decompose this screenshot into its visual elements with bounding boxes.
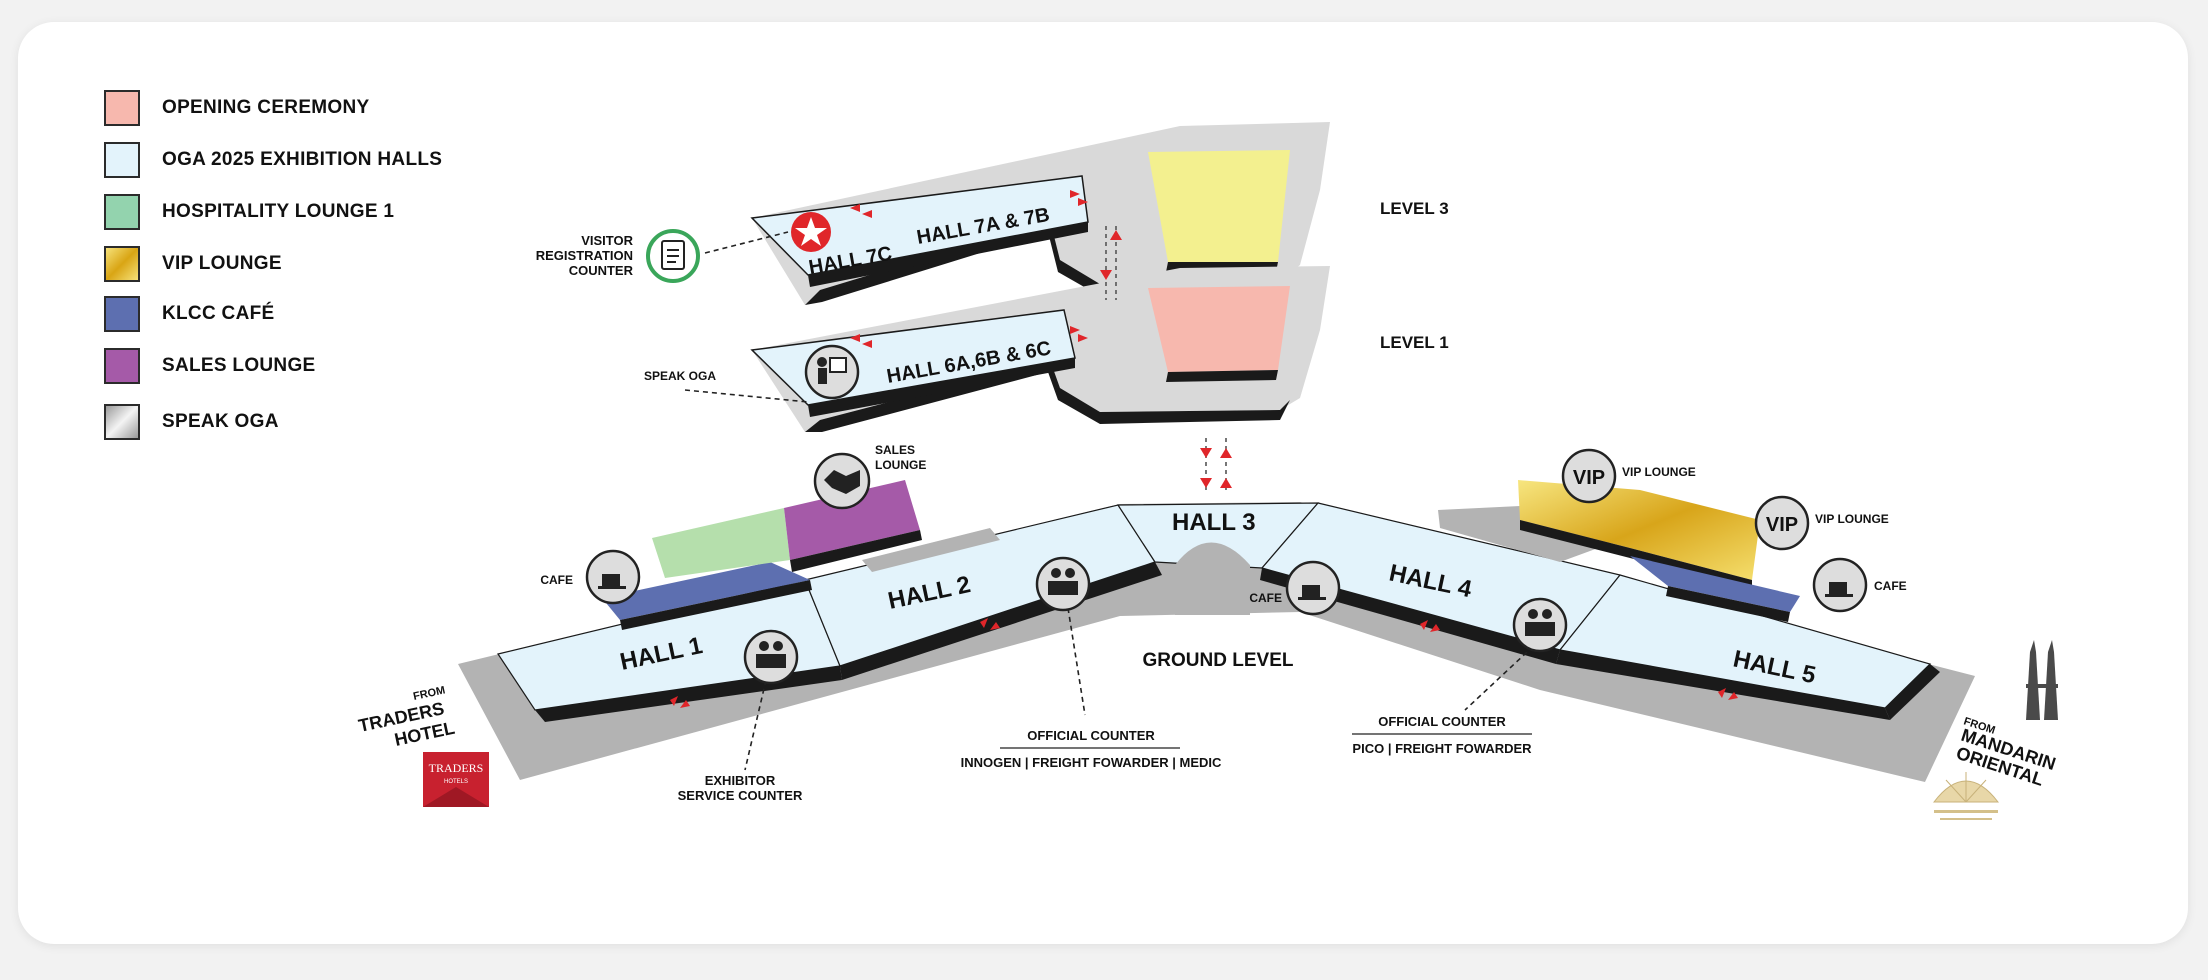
- coffee-cup-icon[interactable]: [1812, 557, 1868, 613]
- handshake-icon[interactable]: [813, 452, 871, 510]
- hospitality-lounge-block[interactable]: [652, 508, 790, 578]
- legend-item-sales-lounge: SALES LOUNGE: [104, 346, 316, 386]
- legend-label: SPEAK OGA: [162, 411, 279, 432]
- legend-label: HOSPITALITY LOUNGE 1: [162, 201, 395, 222]
- legend-label: KLCC CAFÉ: [162, 303, 275, 324]
- clipboard-icon[interactable]: [646, 229, 700, 283]
- legend-swatch: [104, 296, 140, 332]
- legend-item-speak-oga: SPEAK OGA: [104, 402, 279, 442]
- sales-lounge-label-1: SALES: [875, 443, 915, 457]
- vip-badge-icon[interactable]: VIP: [1561, 448, 1617, 504]
- red-arrows: [670, 190, 1738, 708]
- coffee-cup-icon[interactable]: [585, 549, 641, 605]
- grey-strip-right: [1438, 506, 1620, 562]
- legend-swatch: [104, 348, 140, 384]
- legend-label: VIP LOUNGE: [162, 253, 282, 274]
- legend-swatch: [104, 404, 140, 440]
- cafe-right-label: CAFE: [1874, 579, 1907, 593]
- cafe-right-block[interactable]: [1630, 556, 1800, 622]
- level-1-room[interactable]: [1148, 286, 1290, 382]
- cafe-mid-label: CAFE: [1249, 591, 1282, 605]
- coffee-cup-icon[interactable]: [1285, 560, 1341, 616]
- visitor-label-line-2: REGISTRATION: [536, 248, 633, 263]
- svg-text:TRADERS: TRADERS: [429, 761, 484, 775]
- legend-label: OGA 2025 EXHIBITION HALLS: [162, 149, 443, 170]
- grey-strip-left: [862, 528, 1000, 572]
- official-counter-a-sub: INNOGEN | FREIGHT FOWARDER | MEDIC: [961, 755, 1222, 770]
- legend-item-exhibition-halls: OGA 2025 EXHIBITION HALLS: [104, 140, 442, 180]
- official-counter-a-title: OFFICIAL COUNTER: [1027, 728, 1155, 743]
- counter-staff-icon[interactable]: [1512, 597, 1568, 653]
- presenter-icon[interactable]: [804, 344, 860, 400]
- vip-badge-icon[interactable]: VIP: [1754, 495, 1810, 551]
- hall-5-block[interactable]: [1556, 574, 1940, 720]
- vip-lounge-label-a: VIP LOUNGE: [1622, 465, 1696, 479]
- level-1-label: LEVEL 1: [1380, 333, 1449, 352]
- sales-lounge-block[interactable]: [784, 480, 922, 572]
- svg-text:HOTELS: HOTELS: [444, 779, 468, 785]
- leader-lines: [684, 231, 1541, 771]
- star-icon: [791, 212, 831, 252]
- legend-item-opening-ceremony: OPENING CEREMONY: [104, 88, 370, 128]
- cafe-left-label: CAFE: [540, 573, 573, 587]
- vip-lounge-label-b: VIP LOUNGE: [1815, 512, 1889, 526]
- level-3-label: LEVEL 3: [1380, 199, 1449, 218]
- cafe-left-block[interactable]: [602, 562, 812, 630]
- vip-badge-text: VIP: [1766, 514, 1798, 536]
- mandarin-fan-icon: [1932, 772, 2000, 820]
- exhibitor-label-2: SERVICE COUNTER: [678, 788, 803, 803]
- official-counter-b-sub: PICO | FREIGHT FOWARDER: [1352, 741, 1532, 756]
- legend-label: SALES LOUNGE: [162, 355, 316, 376]
- legend-item-hospitality-lounge: HOSPITALITY LOUNGE 1: [104, 192, 394, 232]
- legend-swatch: [104, 90, 140, 126]
- counter-staff-icon[interactable]: [1035, 556, 1091, 612]
- legend-swatch: [104, 194, 140, 230]
- legend-swatch: [104, 142, 140, 178]
- counter-staff-icon[interactable]: [743, 629, 799, 685]
- hall-3-label: HALL 3: [1172, 509, 1256, 536]
- legend-item-vip-lounge: VIP LOUNGE: [104, 244, 282, 284]
- hall-7-block[interactable]: [750, 175, 1089, 287]
- official-counter-b-title: OFFICIAL COUNTER: [1378, 714, 1506, 729]
- level-3-room[interactable]: [1148, 150, 1290, 272]
- visitor-label-line-3: COUNTER: [569, 263, 634, 278]
- legend-swatch: [104, 246, 140, 282]
- sales-lounge-label-2: LOUNGE: [875, 458, 926, 472]
- vip-badge-text: VIP: [1573, 467, 1605, 489]
- speak-oga-label: SPEAK OGA: [644, 369, 716, 383]
- exhibitor-label-1: EXHIBITOR: [705, 773, 776, 788]
- visitor-label-line-1: VISITOR: [581, 233, 633, 248]
- hall-3-block[interactable]: [1116, 502, 1320, 615]
- ground-level-label: GROUND LEVEL: [1143, 650, 1294, 671]
- legend-item-klcc-cafe: KLCC CAFÉ: [104, 294, 274, 334]
- traders-hotel-logo: TRADERS HOTELS: [423, 752, 489, 807]
- legend-label: OPENING CEREMONY: [162, 97, 370, 118]
- twin-towers-icon: [2026, 640, 2058, 720]
